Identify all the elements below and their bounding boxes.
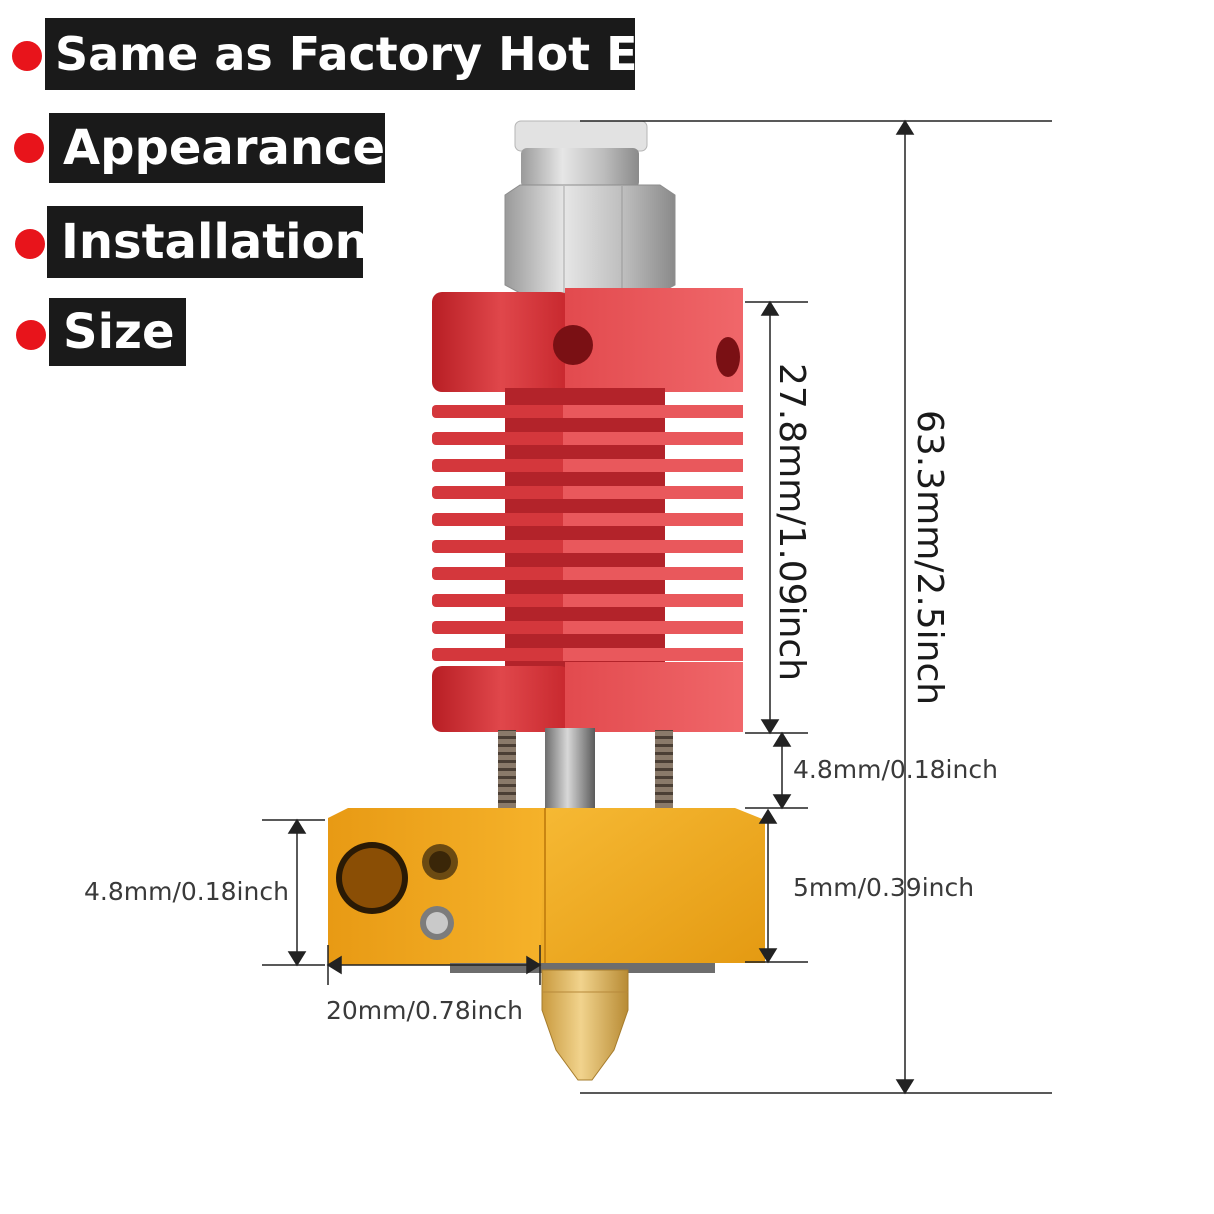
heatsink-fin xyxy=(432,459,568,472)
heatsink-height-label: 27.8mm/1.09inch xyxy=(771,363,812,682)
heatsink-fin xyxy=(563,621,743,634)
heatsink-fin xyxy=(563,459,743,472)
feature-tag-appearance: Appearance xyxy=(49,113,385,183)
heatsink-fin xyxy=(432,540,568,553)
bullet-icon xyxy=(15,229,45,259)
heatsink-fin xyxy=(563,432,743,445)
overall-height-label: 63.3mm/2.5inch xyxy=(909,410,950,706)
heatsink-fin xyxy=(432,621,568,634)
bullet-icon xyxy=(16,320,46,350)
gap-height-label: 4.8mm/0.18inch xyxy=(793,755,998,784)
heatsink-fin xyxy=(432,648,568,661)
heatsink-fin xyxy=(563,594,743,607)
heater-block xyxy=(328,808,765,973)
push-fitting xyxy=(504,120,676,294)
heatsink-fin xyxy=(563,567,743,580)
dimension-lines xyxy=(262,119,1052,1095)
heatsink-fin xyxy=(432,513,568,526)
feature-tag-installation: Installation xyxy=(47,206,369,278)
heatsink-fin xyxy=(563,405,743,418)
heatsink-fin xyxy=(563,540,743,553)
block-side-height-label: 4.8mm/0.18inch xyxy=(84,877,289,906)
feature-tag-size: Size xyxy=(49,298,186,366)
heatsink-fin xyxy=(432,432,568,445)
heatsink xyxy=(432,288,743,732)
feature-tag-factory: Same as Factory Hot End xyxy=(45,18,703,90)
heatsink-fin xyxy=(563,486,743,499)
heatsink-fin xyxy=(563,648,743,661)
bullet-icon xyxy=(12,41,42,71)
bullet-icon xyxy=(14,133,44,163)
heatsink-fin xyxy=(432,405,568,418)
heat-break xyxy=(498,728,673,810)
heatsink-fin xyxy=(432,594,568,607)
block-height-label: 5mm/0.39inch xyxy=(793,873,975,902)
nozzle xyxy=(541,969,629,1081)
block-width-label: 20mm/0.78inch xyxy=(326,996,523,1025)
heatsink-fin xyxy=(432,567,568,580)
heatsink-fin xyxy=(563,513,743,526)
heatsink-fin xyxy=(432,486,568,499)
